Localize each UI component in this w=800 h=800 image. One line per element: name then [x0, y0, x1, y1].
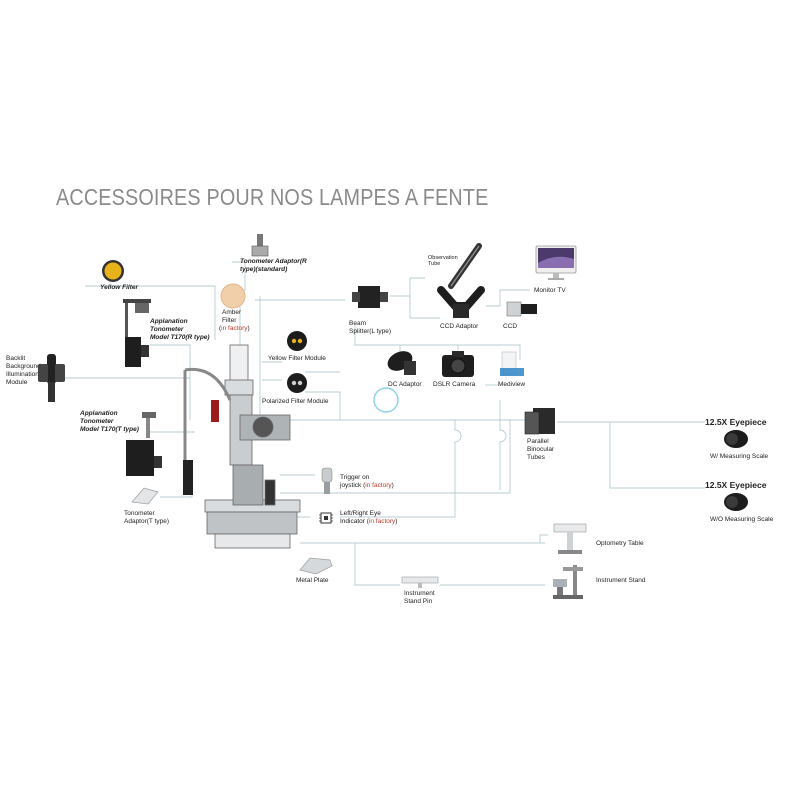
parallel-label-3: Tubes [527, 454, 545, 461]
measuring-b-label: W/O Measuring Scale [710, 516, 774, 523]
dslr-camera-label: DSLR Camera [433, 381, 476, 388]
yellow-filter-module-icon [287, 331, 307, 351]
beam-splitter-icon [352, 286, 388, 308]
backlit-label-1: Backlit [6, 355, 26, 362]
instrument-stand-pin-icon [401, 576, 439, 588]
polarized-filter-module-label: Polarized Filter Module [262, 398, 329, 405]
stand-pin-label-2: Stand Pin [404, 598, 433, 605]
eyepiece-a-icon [724, 430, 748, 448]
backlit-label-4: Module [6, 379, 28, 386]
applanation-r-label-3: Model T170(R type) [150, 334, 210, 341]
instrument-stand-icon [553, 565, 583, 599]
optometry-table-label: Optometry Table [596, 540, 644, 547]
dslr-camera-icon [442, 351, 474, 377]
eye-indicator-chip-icon [319, 512, 333, 524]
tonometer-adaptor-r-label-1: Tonometer Adaptor(R [240, 258, 307, 265]
parallel-label-1: Parallel [527, 438, 549, 445]
eyepiece-b-icon [724, 493, 748, 511]
ccd-adaptor-icon [437, 286, 485, 318]
ccd-label: CCD [503, 323, 518, 330]
amber-filter-note: (in factory) [219, 325, 250, 332]
backlit-module-icon [38, 354, 65, 402]
observation-tube-icon [448, 243, 482, 289]
monitor-tv-label: Monitor TV [534, 287, 566, 294]
observation-tube-label-2: Tube [428, 261, 441, 267]
beam-splitter-label-1: Beam [349, 320, 366, 327]
tonometer-adaptor-t-icon [131, 487, 159, 505]
tonometer-adaptor-t-label-2: Adaptor(T type) [124, 518, 170, 525]
instrument-stand-label: Instrument Stand [596, 577, 646, 584]
mediview-label: Mediview [498, 381, 526, 388]
dc-adaptor-label: DC Adaptor [388, 381, 422, 388]
metal-plate-label: Metal Plate [296, 577, 329, 584]
tonometer-adaptor-t-label-1: Tonometer [124, 510, 155, 517]
page-title: ACCESSOIRES POUR NOS LAMPES A FENTE [56, 184, 489, 210]
optometry-table-icon [553, 523, 587, 554]
monitor-tv-icon [535, 245, 577, 280]
trigger-label-1: Trigger on [340, 474, 370, 481]
applanation-t-label-1: Applanation [80, 410, 118, 417]
ccd-adaptor-label: CCD Adaptor [440, 323, 479, 330]
eyepiece-a-label: 12.5X Eyepiece [705, 417, 767, 427]
polarized-filter-module-icon [287, 373, 307, 393]
beam-splitter-label-2: Splitter(L type) [349, 328, 392, 335]
applanation-r-label-1: Applanation [150, 318, 188, 325]
backlit-label-3: Illumination [6, 371, 39, 378]
eyepiece-b-label: 12.5X Eyepiece [705, 480, 767, 490]
yellow-filter-icon [102, 260, 124, 282]
applanation-tonometer-r-icon [123, 299, 151, 367]
mediview-icon [500, 351, 524, 376]
amber-filter-label-2: Filter [222, 317, 237, 324]
eye-indicator-label-2: Indicator (in factory) [340, 518, 398, 525]
yellow-filter-module-label: Yellow Filter Module [268, 355, 326, 362]
amber-filter-icon [220, 283, 246, 309]
applanation-tonometer-t-icon [126, 412, 162, 476]
ccd-camera-icon [506, 301, 537, 317]
metal-plate-icon [299, 557, 333, 575]
applanation-t-label-2: Tonometer [80, 418, 114, 425]
backlit-label-2: Background [6, 363, 41, 370]
tonometer-adaptor-r-icon [251, 234, 269, 257]
stand-pin-label-1: Instrument [404, 590, 435, 597]
observation-tube-label-1: Observation [428, 255, 458, 261]
slit-lamp-icon [183, 344, 301, 549]
tonometer-adaptor-r-label-2: type)(standard) [240, 266, 288, 273]
parallel-binocular-tubes-icon [524, 408, 555, 435]
trigger-joystick-icon [321, 467, 333, 494]
watermark-circle-icon [373, 387, 399, 413]
yellow-filter-label: Yellow Filter [100, 284, 139, 291]
parallel-label-2: Binocular [527, 446, 555, 453]
trigger-label-2: joystick (in factory) [340, 482, 394, 489]
amber-filter-label-1: Amber [222, 309, 242, 316]
applanation-r-label-2: Tonometer [150, 326, 184, 333]
applanation-t-label-3: Model T170(T type) [80, 426, 139, 433]
dc-adaptor-icon [387, 351, 416, 375]
eye-indicator-label-1: Left/Right Eye [340, 510, 381, 517]
measuring-a-label: W/ Measuring Scale [710, 453, 769, 460]
